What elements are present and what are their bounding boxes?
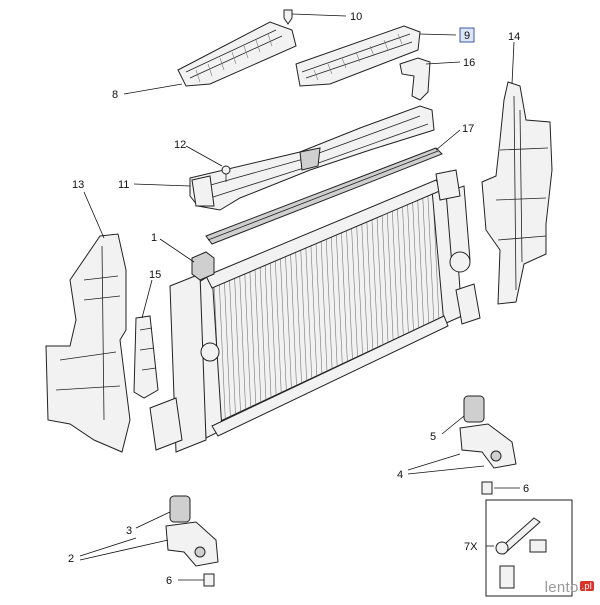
- callout-2: 2: [68, 553, 74, 565]
- radiator-fin: [356, 224, 363, 355]
- radiator-fin: [254, 266, 262, 403]
- part-17-seal-strip: [205, 147, 443, 245]
- radiator-fin: [412, 200, 419, 328]
- radiator-fin: [295, 249, 302, 383]
- radiator-fin: [234, 275, 241, 412]
- radiator-fin: [264, 262, 272, 398]
- callout-14: 14: [508, 31, 520, 43]
- radiator-fin: [330, 234, 338, 367]
- radiator-fin: [341, 230, 348, 362]
- radiator-fin: [280, 256, 287, 391]
- radiator-fin: [407, 202, 414, 331]
- callout-3: 3: [126, 525, 132, 537]
- radiator-fin: [224, 279, 231, 417]
- part-6-right-bolt: [481, 481, 493, 495]
- radiator-fin: [249, 268, 257, 405]
- radiator-fin: [361, 221, 368, 352]
- part-10-clip: [283, 9, 293, 25]
- radiator-fin: [315, 241, 323, 374]
- radiator-fin: [397, 207, 404, 336]
- radiator-fin: [351, 226, 358, 357]
- watermark-logo: lento.pl: [545, 579, 594, 596]
- radiator-fin: [300, 247, 307, 381]
- part-7x-hardware-kit: [485, 499, 573, 597]
- radiator-fin: [320, 238, 328, 372]
- part-4-right-lower-bracket: [459, 423, 517, 469]
- radiator-fin: [391, 209, 399, 338]
- radiator-fin: [310, 243, 318, 376]
- radiator-fin: [274, 258, 282, 393]
- part-16-bracket: [399, 57, 431, 101]
- part-6-left-bolt: [203, 573, 215, 587]
- part-2-left-lower-bracket: [165, 521, 219, 567]
- callout-labels: 1 2 3 4 5 6 6 7X 8 9 10 11 12 13 14 15 1…: [68, 11, 529, 587]
- callout-4: 4: [397, 469, 403, 481]
- callout-8: 8: [112, 89, 118, 101]
- callout-15: 15: [149, 269, 161, 281]
- radiator-fin: [335, 232, 343, 364]
- radiator-fin: [290, 251, 297, 386]
- radiator-fin: [422, 196, 430, 324]
- part-1-upper-mount: [191, 251, 215, 281]
- radiator-fin: [269, 260, 277, 395]
- radiator-fin: [402, 204, 409, 333]
- radiator-assembly: [149, 169, 481, 453]
- callout-7x: 7X: [464, 541, 478, 553]
- part-3-left-insulator: [169, 495, 191, 523]
- radiator-fin: [305, 245, 313, 379]
- callout-6-left: 6: [166, 575, 172, 587]
- radiator-fin: [244, 270, 251, 407]
- callout-10: 10: [350, 11, 362, 23]
- callout-13: 13: [72, 179, 84, 191]
- callout-9: 9: [464, 30, 470, 42]
- radiator-fin: [325, 236, 333, 369]
- watermark-tld: .pl: [579, 581, 594, 591]
- callout-5: 5: [430, 431, 436, 443]
- part-14-right-deflector: [481, 81, 553, 305]
- radiator-fin: [371, 217, 379, 348]
- callout-11: 11: [118, 179, 129, 191]
- part-11-upper-baffle: [189, 105, 435, 211]
- radiator-fin: [285, 253, 292, 388]
- radiator-fin: [239, 273, 246, 410]
- radiator-fin: [259, 264, 267, 400]
- callout-6-right: 6: [523, 483, 529, 495]
- radiator-fin: [229, 277, 236, 415]
- leader-lines: [79, 13, 520, 581]
- part-12-bolt: [221, 165, 231, 182]
- callout-12: 12: [174, 139, 186, 151]
- part-15-side-seal: [133, 315, 159, 399]
- radiator-fin: [417, 198, 424, 326]
- callout-9-highlight: [459, 27, 475, 43]
- radiator-fin: [427, 194, 435, 321]
- callout-17: 17: [462, 123, 474, 135]
- radiator-fin: [376, 215, 384, 345]
- radiator-fin: [366, 219, 374, 350]
- radiator-fin: [218, 281, 226, 419]
- part-5-right-insulator: [463, 395, 485, 423]
- radiator-fin: [381, 213, 389, 343]
- callout-1: 1: [151, 232, 157, 244]
- part-13-left-deflector: [45, 233, 131, 453]
- part-8-air-guide-left: [177, 21, 297, 87]
- radiator-fin: [386, 211, 394, 340]
- watermark-brand: lento: [544, 579, 579, 596]
- radiator-fin: [346, 228, 353, 360]
- part-9-air-guide-right: [295, 25, 421, 87]
- callout-16: 16: [463, 57, 475, 69]
